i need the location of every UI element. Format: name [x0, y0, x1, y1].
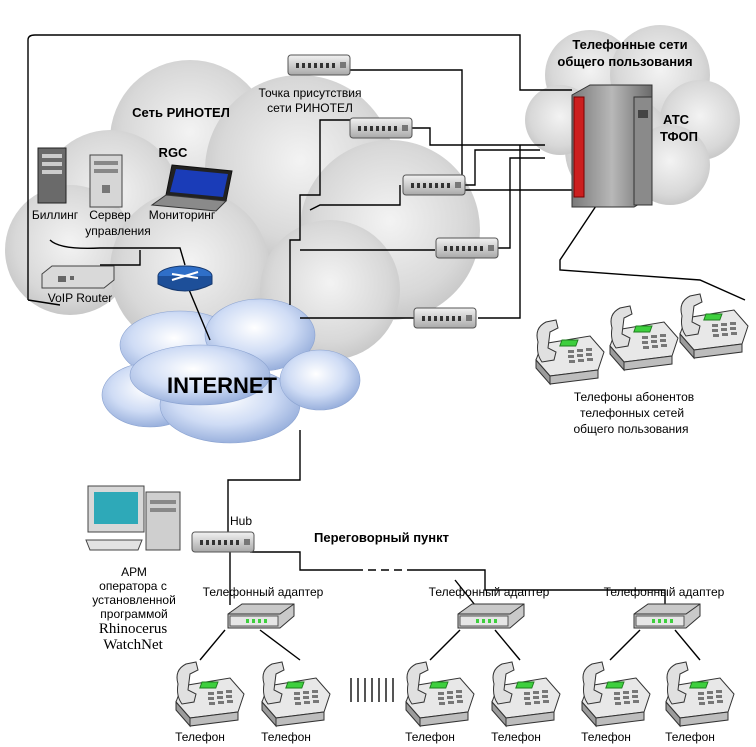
pop-switch-icon-3: [402, 174, 466, 196]
adapter-label-2: Телефонный адаптер: [428, 585, 550, 599]
operator-caption-3: установленной: [92, 593, 176, 607]
phone-label-3: Телефон: [405, 730, 455, 744]
phone-icon-3: [405, 661, 475, 727]
operator-caption-5: Rhinocerus: [98, 621, 168, 637]
rinotel-network-title: Сеть РИНОТЕЛ: [132, 105, 230, 120]
rgc-label: RGC: [158, 145, 188, 160]
adapter-icon-2: [457, 603, 525, 629]
phone-icon-subscriber-2: [609, 305, 679, 371]
phone-label-1: Телефон: [175, 730, 225, 744]
pbx-icon: [571, 84, 653, 208]
phone-label-6: Телефон: [665, 730, 715, 744]
hub-icon: [191, 531, 255, 553]
pop-switch-icon-1: [287, 54, 351, 76]
subscribers-caption-2: телефонных сетей: [579, 406, 685, 420]
adapter-label-3: Телефонный адаптер: [603, 585, 725, 599]
rinotel-cloud: [5, 60, 480, 360]
operator-caption-2: оператора с: [99, 579, 167, 593]
subscribers-caption-1: Телефоны абонентов: [573, 390, 695, 404]
pop-switch-icon-2: [349, 117, 413, 139]
internet-cloud: [101, 298, 361, 444]
billing-server-icon: [37, 147, 67, 204]
phone-label-5: Телефон: [581, 730, 631, 744]
call-office-title: Переговорный пункт: [314, 530, 449, 545]
phone-icon-2: [261, 661, 331, 727]
operator-caption-4: программой: [100, 607, 168, 621]
router-icon: [157, 265, 213, 292]
voip-router-icon: [41, 265, 115, 289]
server-label-2: управления: [85, 224, 151, 238]
exchange-label-1: АТС: [662, 112, 690, 127]
server-label-1: Сервер: [89, 208, 131, 222]
internet-label: INTERNET: [167, 373, 277, 398]
phone-icon-4: [491, 661, 561, 727]
adapter-icon-1: [227, 603, 295, 629]
exchange-label-2: ТФОП: [660, 129, 698, 144]
adapter-label-1: Телефонный адаптер: [202, 585, 324, 599]
monitoring-label: Мониторинг: [148, 208, 216, 222]
management-server-icon: [89, 154, 123, 208]
pop-switch-icon-4: [435, 237, 499, 259]
laptop-icon: [150, 164, 233, 212]
phone-icon-5: [581, 661, 651, 727]
phone-icon-1: [175, 661, 245, 727]
public-network-title-1: Телефонные сети: [572, 37, 688, 52]
adapter-icon-3: [633, 603, 701, 629]
subscribers-caption-3: общего пользования: [573, 422, 689, 436]
pop-caption-2: сети РИНОТЕЛ: [267, 101, 353, 115]
workstation-icon: [85, 485, 181, 551]
operator-caption-1: АРМ: [121, 565, 147, 579]
phone-label-2: Телефон: [261, 730, 311, 744]
phone-icon-6: [665, 661, 735, 727]
pop-switch-icon-5: [413, 307, 477, 329]
connection-lines: [27, 34, 746, 661]
voip-router-label: VoIP Router: [47, 291, 113, 305]
billing-label: Биллинг: [31, 208, 79, 222]
hub-label: Hub: [230, 514, 253, 528]
phone-label-4: Телефон: [491, 730, 541, 744]
phone-icon-subscriber-1: [535, 319, 605, 385]
phone-icon-subscriber-3: [679, 293, 749, 359]
ellipsis-dots: [350, 678, 394, 702]
operator-caption-6: WatchNet: [103, 637, 163, 653]
public-network-title-2: общего пользования: [557, 54, 693, 69]
pop-caption-1: Точка присутствия: [258, 86, 362, 100]
